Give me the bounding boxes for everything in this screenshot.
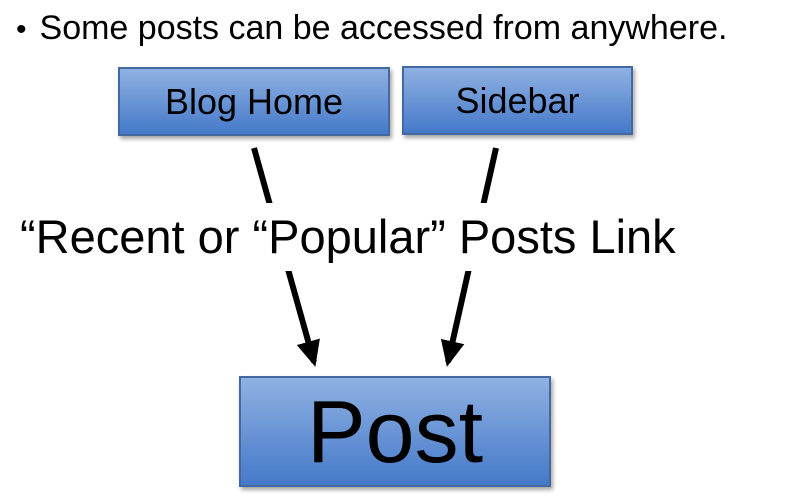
- node-blog-home: Blog Home: [118, 67, 390, 136]
- node-post: Post: [239, 376, 551, 487]
- edge-label-recent-popular-posts-link: “Recent or “Popular” Posts Link: [12, 203, 684, 271]
- node-post-label: Post: [306, 381, 484, 481]
- bullet-marker: •: [16, 13, 27, 46]
- node-sidebar-label: Sidebar: [455, 79, 580, 121]
- node-blog-home-label: Blog Home: [164, 80, 344, 122]
- node-sidebar: Sidebar: [402, 66, 633, 135]
- bullet-line: • Some posts can be accessed from anywher…: [16, 6, 727, 52]
- bullet-text: Some posts can be accessed from anywhere…: [39, 9, 728, 47]
